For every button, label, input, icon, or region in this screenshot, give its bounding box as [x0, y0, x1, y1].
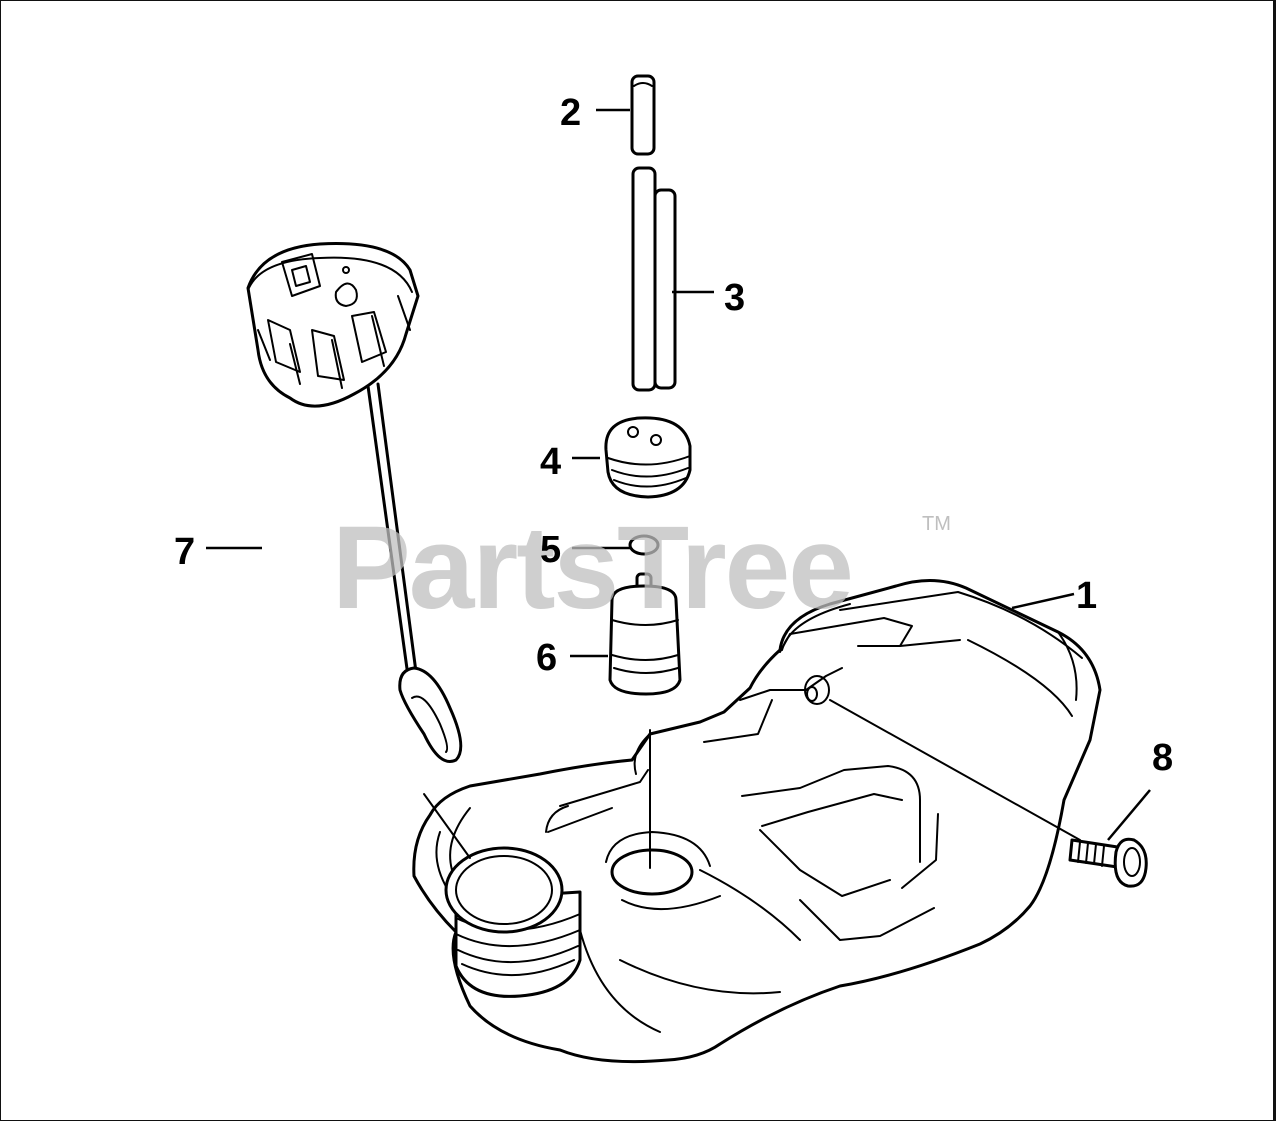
- callout-numbers: 2 3 4 5 6 7 1 8: [174, 92, 1173, 779]
- part-5-ring[interactable]: [628, 534, 660, 556]
- callout-4[interactable]: 4: [540, 441, 561, 483]
- watermark-text: PartsTree: [332, 502, 852, 634]
- watermark: PartsTree TM: [332, 502, 951, 634]
- part-3-fuel-lines[interactable]: [631, 166, 677, 392]
- callout-1[interactable]: 1: [1076, 575, 1097, 617]
- part-4-grommet[interactable]: [604, 416, 692, 499]
- part-8-bolt[interactable]: [1068, 837, 1148, 888]
- leader-lines: [206, 108, 1151, 841]
- callout-7[interactable]: 7: [174, 531, 195, 573]
- part-7-fuel-cap[interactable]: [246, 242, 463, 763]
- part-6-fuel-filter[interactable]: [608, 572, 682, 696]
- callout-3[interactable]: 3: [724, 277, 745, 319]
- part-1-fuel-tank[interactable]: [412, 578, 1102, 1064]
- explosion-lines: [423, 699, 1081, 869]
- callout-8[interactable]: 8: [1152, 737, 1173, 779]
- watermark-trademark: TM: [922, 513, 951, 535]
- callout-5[interactable]: 5: [540, 529, 561, 571]
- callout-2[interactable]: 2: [560, 92, 581, 134]
- callout-6[interactable]: 6: [536, 637, 557, 679]
- part-2-fuel-line-short[interactable]: [630, 74, 656, 156]
